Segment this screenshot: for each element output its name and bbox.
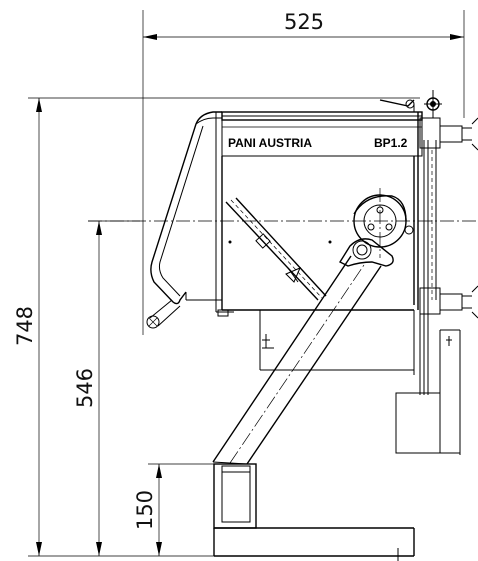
dimension-overall-height: 748	[13, 97, 420, 557]
base-pedestal	[213, 463, 415, 561]
lower-stand	[259, 310, 461, 455]
brand-manufacturer: PANI AUSTRIA	[228, 136, 312, 150]
inclined-conveyor	[212, 255, 382, 465]
dimension-axis-height: 546	[73, 220, 140, 556]
drive-wheel	[338, 188, 414, 267]
dimension-axis-height-label: 546	[73, 368, 97, 408]
hopper-cover	[146, 111, 222, 329]
dimension-width: 525	[142, 10, 465, 335]
brand-model: BP1.2	[374, 136, 408, 150]
push-rod	[225, 197, 327, 301]
dimension-overall-height-label: 748	[13, 306, 37, 346]
dimension-width-label: 525	[284, 10, 324, 34]
side-frame	[379, 90, 478, 395]
main-housing: PANI AUSTRIA BP1.2	[215, 111, 423, 317]
dimension-base-height-label: 150	[133, 490, 157, 530]
dimension-base-height: 150	[133, 463, 222, 556]
